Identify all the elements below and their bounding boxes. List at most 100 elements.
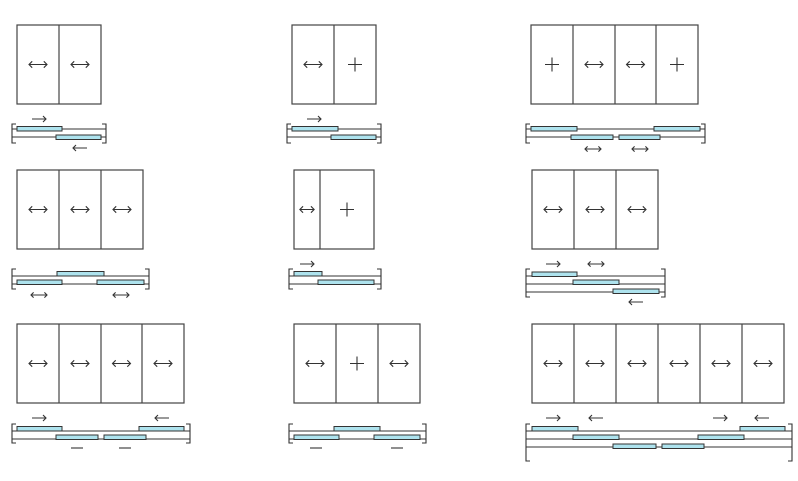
- arrow-right-icon: [546, 414, 561, 422]
- glass-leaf: [530, 126, 578, 132]
- double-arrow-icon: [543, 205, 563, 214]
- left-jamb: [288, 423, 293, 444]
- glass-leaf: [55, 434, 99, 440]
- double-arrow-icon: [584, 60, 604, 69]
- arrow-right-icon: [713, 414, 728, 422]
- double-arrow-icon: [669, 359, 689, 368]
- right-jamb: [186, 423, 191, 444]
- left-jamb: [286, 123, 291, 144]
- double-arrow-icon: [70, 60, 90, 69]
- glass-leaf: [16, 279, 63, 285]
- double-arrow-icon: [389, 359, 409, 368]
- glass-leaf: [612, 443, 657, 449]
- glass-leaf: [531, 271, 578, 277]
- double-arrow-icon: [303, 60, 323, 69]
- glass-leaf: [531, 426, 579, 432]
- right-jamb: [377, 123, 382, 144]
- left-jamb: [288, 268, 293, 290]
- glass-leaf: [697, 434, 745, 440]
- glass-leaf: [618, 134, 661, 140]
- arrow-left-icon: [154, 414, 169, 422]
- left-jamb: [11, 123, 16, 144]
- glass-leaf: [570, 134, 614, 140]
- right-jamb: [661, 268, 666, 298]
- glass-leaf: [55, 134, 102, 140]
- configuration-7: [11, 323, 191, 449]
- glass-leaf: [612, 288, 660, 294]
- configuration-6: [525, 169, 666, 306]
- double-arrow-icon: [111, 359, 132, 368]
- right-jamb: [102, 123, 107, 144]
- arrow-left-icon: [754, 414, 769, 422]
- left-jamb: [11, 268, 16, 290]
- double-arrow-icon: [112, 205, 132, 214]
- double-arrow-icon: [70, 205, 90, 214]
- arrow-left-icon: [588, 414, 603, 422]
- right-jamb: [422, 423, 427, 444]
- double-arrow-icon: [711, 359, 731, 368]
- arrow-right-icon: [32, 115, 47, 123]
- glass-leaf: [661, 443, 705, 449]
- double-arrow-icon: [585, 359, 605, 368]
- double-arrow-icon: [587, 261, 605, 267]
- arrow-left-icon: [72, 144, 87, 152]
- configuration-4: [11, 169, 150, 298]
- glass-leaf: [572, 434, 620, 440]
- configuration-3: [525, 24, 706, 152]
- double-arrow-icon: [28, 205, 48, 214]
- glass-leaf: [293, 434, 340, 440]
- glass-leaf: [291, 126, 339, 132]
- arrow-right-icon: [300, 260, 315, 268]
- double-arrow-icon: [543, 359, 563, 368]
- glass-leaf: [96, 279, 145, 285]
- glass-leaf: [653, 126, 701, 132]
- configuration-2: [286, 24, 382, 144]
- double-arrow-icon: [627, 205, 647, 214]
- glass-leaf: [293, 271, 323, 277]
- double-arrow-icon: [627, 359, 647, 368]
- double-arrow-icon: [28, 60, 48, 69]
- configuration-1: [11, 24, 107, 152]
- double-arrow-icon: [305, 359, 325, 368]
- double-arrow-icon: [28, 359, 48, 368]
- glass-leaf: [330, 134, 377, 140]
- arrow-right-icon: [546, 260, 561, 268]
- arrow-left-icon: [628, 298, 643, 306]
- double-arrow-icon: [30, 292, 48, 298]
- left-jamb: [11, 423, 16, 444]
- configuration-8: [288, 323, 427, 449]
- glass-leaf: [103, 434, 147, 440]
- double-arrow-icon: [70, 359, 90, 368]
- glass-leaf: [373, 434, 421, 440]
- glass-leaf: [138, 426, 185, 432]
- glass-leaf: [739, 426, 786, 432]
- double-arrow-icon: [112, 292, 130, 298]
- plus-icon: [348, 57, 362, 72]
- glass-leaf: [56, 271, 105, 277]
- double-arrow-icon: [753, 359, 773, 368]
- double-arrow-icon: [625, 60, 646, 69]
- right-jamb: [788, 423, 793, 462]
- arrow-right-icon: [32, 414, 47, 422]
- double-arrow-icon: [584, 146, 602, 152]
- plus-icon: [350, 356, 364, 371]
- glass-leaf: [333, 426, 381, 432]
- double-arrow-icon: [631, 146, 649, 152]
- right-jamb: [377, 268, 382, 290]
- plus-icon: [670, 57, 684, 72]
- glass-leaf: [317, 279, 375, 285]
- double-arrow-icon: [153, 359, 173, 368]
- glass-leaf: [16, 426, 63, 432]
- configuration-5: [288, 169, 382, 290]
- plus-icon: [340, 202, 354, 217]
- double-arrow-icon: [585, 205, 605, 214]
- plus-icon: [545, 57, 559, 72]
- glass-leaf: [16, 126, 63, 132]
- left-jamb: [525, 268, 530, 298]
- configuration-9: [525, 323, 793, 462]
- left-jamb: [525, 423, 530, 462]
- left-jamb: [525, 123, 530, 144]
- glass-leaf: [572, 279, 620, 285]
- arrow-right-icon: [307, 115, 322, 123]
- right-jamb: [701, 123, 706, 144]
